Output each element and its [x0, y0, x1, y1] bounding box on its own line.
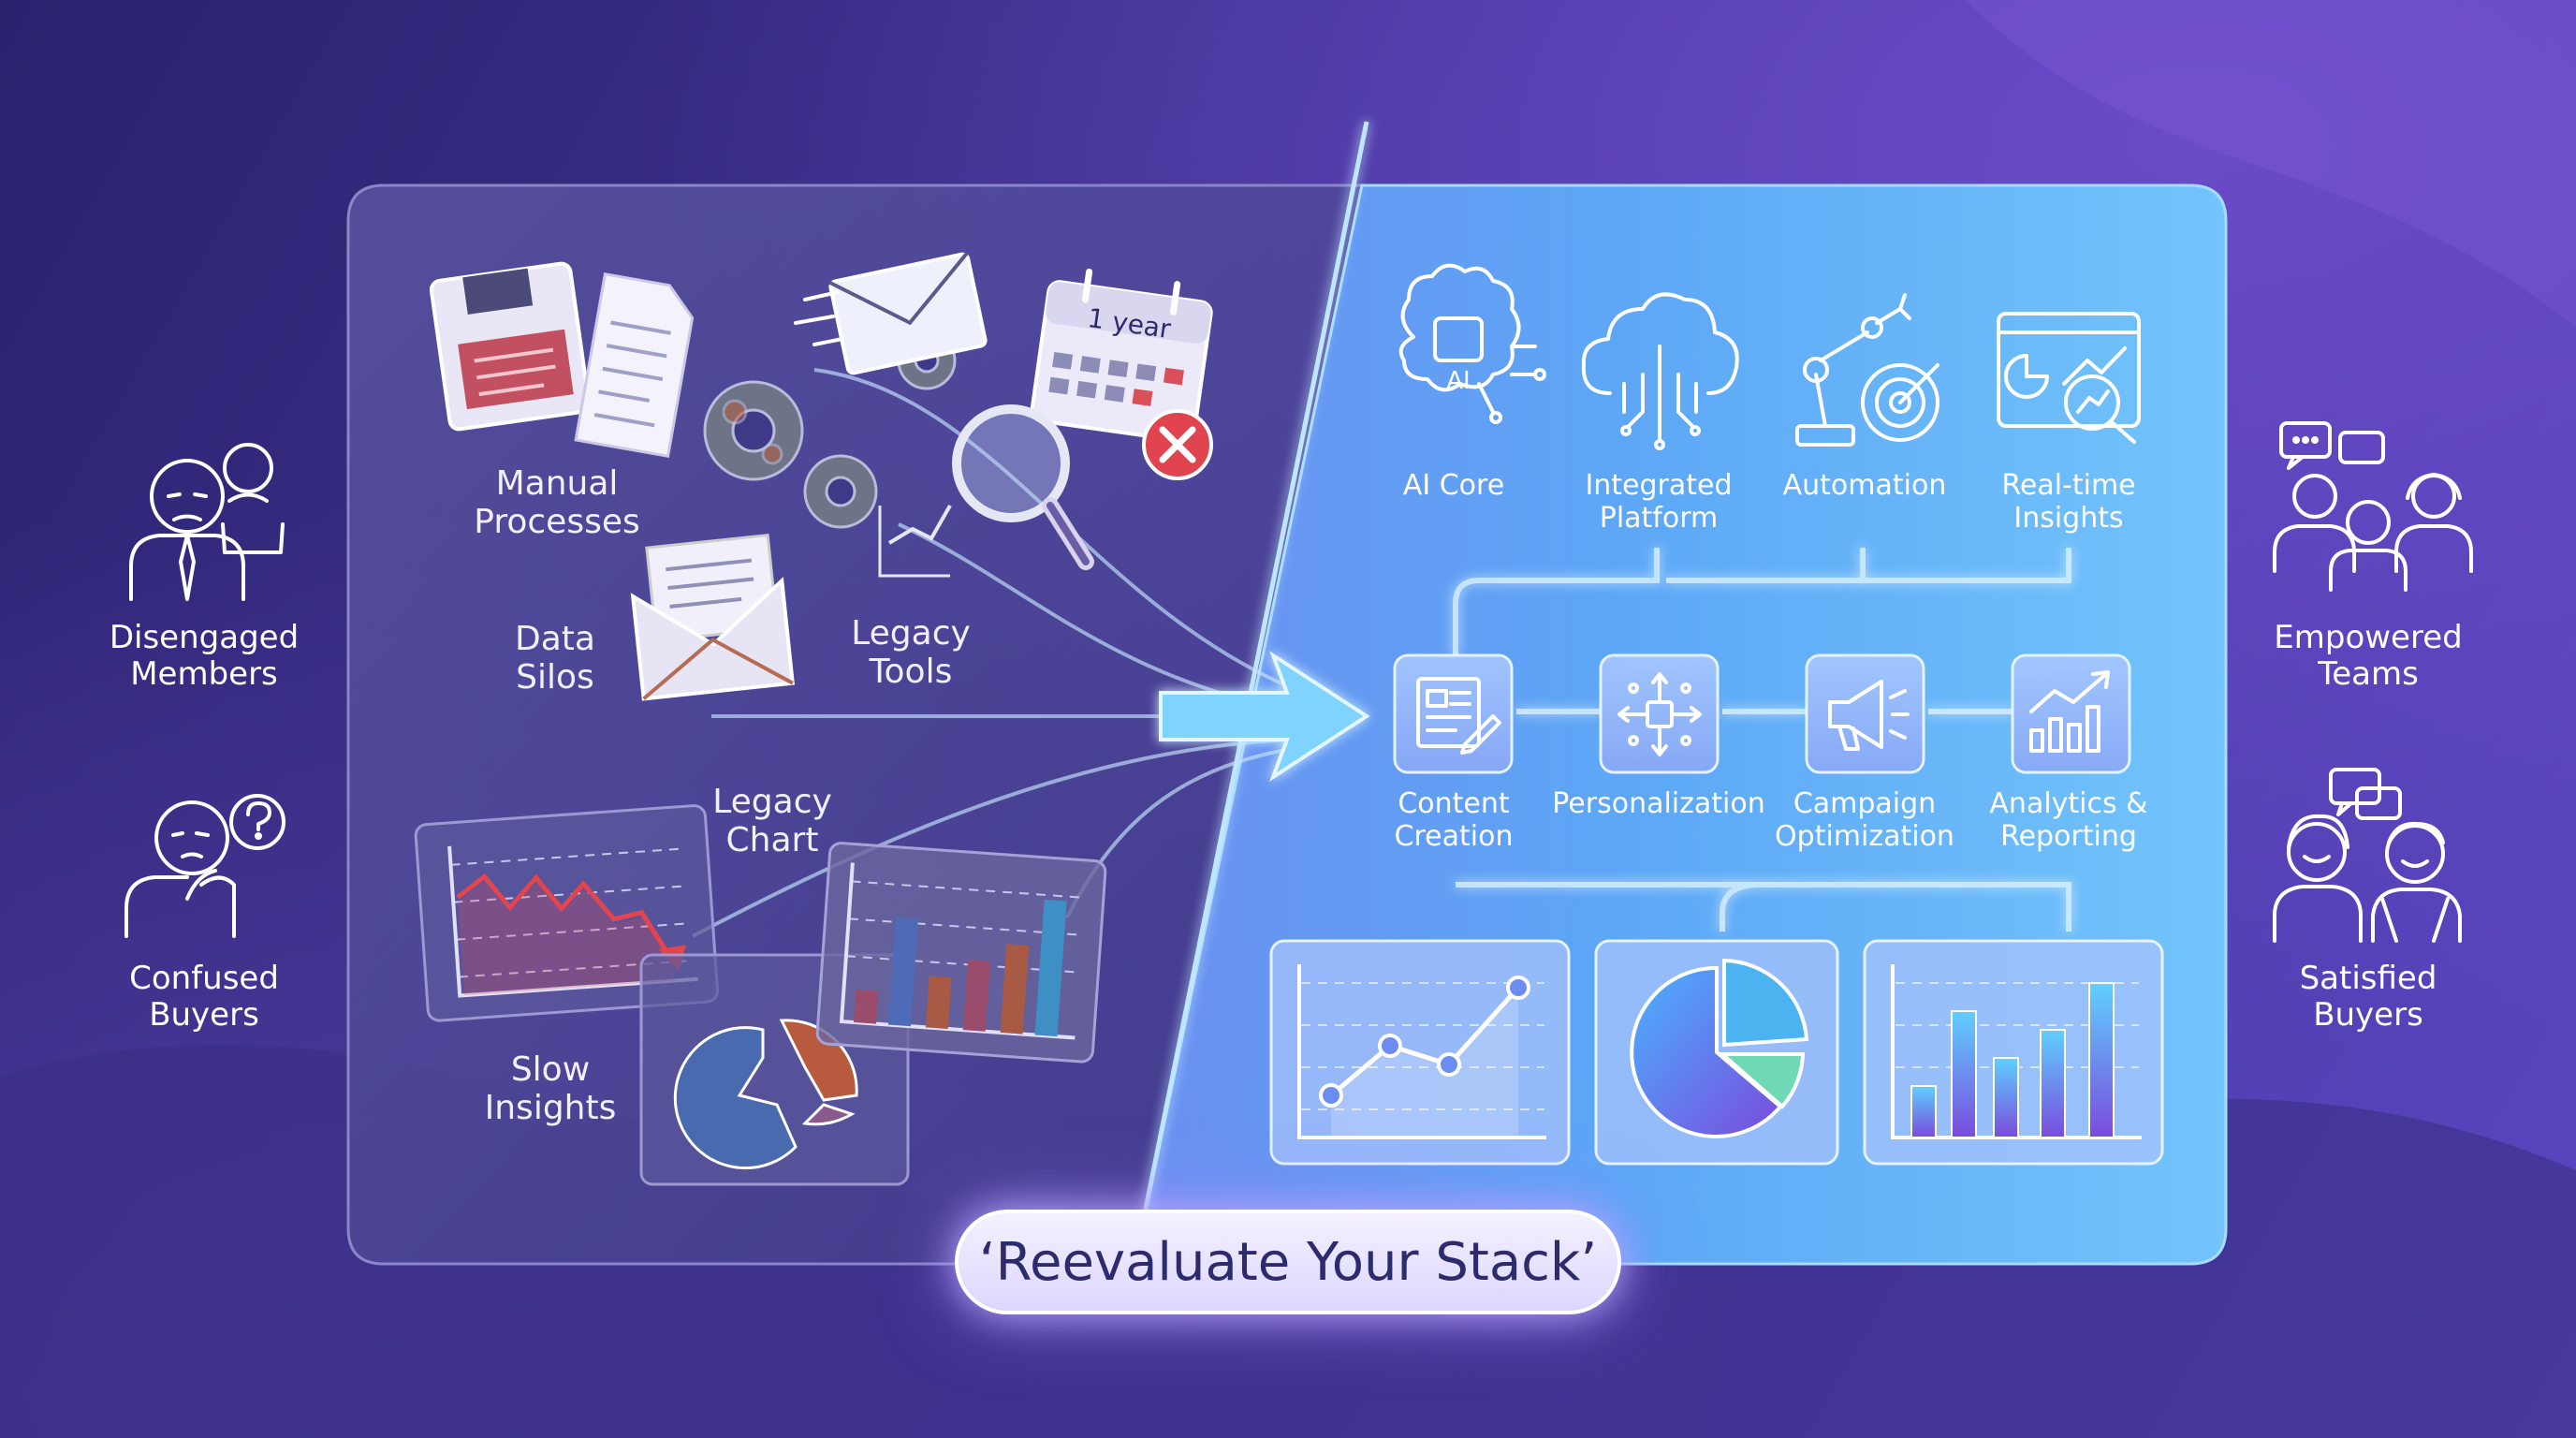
magnifier-icon [878, 404, 1094, 578]
cloud-network-icon [1581, 292, 1739, 450]
bg-wave-top [1966, 0, 2576, 328]
open-envelope-icon [630, 533, 795, 701]
email-envelope-icon [794, 252, 988, 375]
ai-brain-icon [1398, 263, 1546, 424]
robot-arm-icon [1795, 293, 1939, 447]
growth-bar-chart-card [1863, 939, 2164, 1166]
transform-arrow [1159, 651, 1370, 782]
platform-connectors [1453, 548, 2072, 932]
legacy-bar-chart-card [815, 842, 1107, 1064]
content-creation-icon [1416, 677, 1501, 755]
reevaluate-stack-button[interactable]: ‘Reevaluate Your Stack’ [955, 1210, 1621, 1314]
confused-buyers-icon [124, 794, 285, 938]
personalization-icon [1617, 672, 1702, 756]
red-x-badge-icon [1142, 409, 1213, 480]
automation-label: Automation [1782, 469, 1947, 502]
tile-analytics [2011, 653, 2131, 774]
tile-content-creation [1393, 653, 1514, 774]
satisfied-buyers-icon [2273, 768, 2462, 943]
growth-line-chart-card [1269, 939, 1571, 1166]
empowered-teams-icon [2273, 421, 2473, 592]
megaphone-icon [1828, 680, 1910, 751]
personalization-label: Personalization [1552, 787, 1765, 820]
disengaged-members-icon [129, 443, 285, 601]
document-icon [574, 271, 695, 459]
ai-core-label: AI Core [1402, 469, 1505, 502]
dashboard-analytics-icon [1997, 312, 2141, 444]
pie-chart-card [1594, 939, 1839, 1166]
tile-campaign [1805, 653, 1925, 774]
one-year-calendar-icon [1030, 268, 1213, 443]
ai-badge-text: AI [1446, 367, 1470, 395]
floppy-disk-icon [429, 261, 592, 432]
analytics-reporting-label: Analytics &Reporting [1989, 787, 2148, 853]
analytics-chart-icon [2029, 670, 2110, 753]
